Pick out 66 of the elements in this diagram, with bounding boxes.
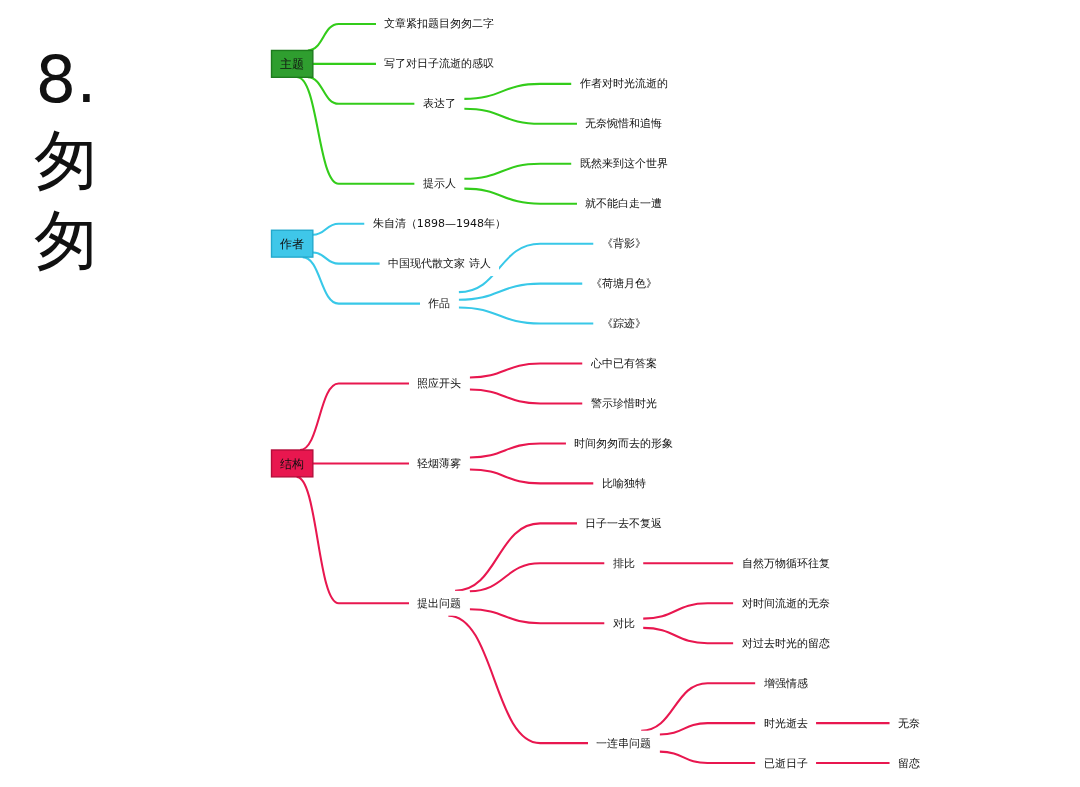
connector [659,722,756,736]
connector [312,462,410,465]
connector [816,722,890,725]
connector [464,187,578,205]
connector [454,522,578,592]
node-text: 作品 [428,296,451,310]
node-text: 对时间流逝的无奈 [741,596,830,610]
node-text: 对过去时光的留恋 [741,636,830,650]
node-text: 对比 [612,616,635,630]
node-text: 中国现代散文家 诗人 [388,256,491,270]
connector [448,614,589,745]
node-text: 自然万物循环往复 [741,556,830,570]
node-text: 一连串问题 [596,736,652,750]
node-box: 结构 [270,449,314,478]
connector [464,162,572,180]
connector [469,468,594,485]
connector [469,362,583,379]
connector [816,762,890,765]
node-text: 时光逝去 [763,716,808,730]
connector [643,626,734,645]
connector [312,222,365,236]
node-text: 时间匆匆而去的形象 [574,436,674,450]
node-text: 就不能白走一遭 [585,196,663,210]
node-text: 警示珍惜时光 [590,396,657,410]
connector [296,475,410,605]
connector [469,442,567,459]
node-box: 作者 [270,229,314,258]
connector [643,602,734,620]
node-text: 排比 [612,556,635,570]
node-text: 已逝日子 [763,756,808,770]
node-text: 写了对日子流逝的感叹 [384,56,495,71]
node-text: 轻烟薄雾 [417,456,462,470]
connector [458,242,594,294]
connector [469,608,605,625]
node-text: 心中已有答案 [590,356,657,370]
connector [297,76,415,185]
node-text: 《荷塘月色》 [590,276,657,290]
node-text: 增强情感 [763,676,808,690]
connector [464,107,578,125]
node-text: 无奈 [898,716,921,730]
node-text: 文章紧扣题目匆匆二字 [384,17,495,31]
node-text: 《踪迹》 [601,316,646,330]
title: 8. 匆匆 [33,42,99,279]
connector [643,562,734,565]
node-text: 作者对时光流逝的 [579,76,668,91]
node-text: 朱自清（1898—1948年） [372,216,507,230]
connector [312,62,377,65]
node-text: 照应开头 [417,376,462,390]
connector [464,82,572,100]
connector [641,682,756,732]
connector [312,251,380,265]
node-text: 无奈惋惜和追悔 [585,116,663,130]
connector [458,306,594,325]
node-text: 留恋 [898,756,921,770]
node-text: 《背影》 [601,236,646,250]
node-text: 既然来到这个世界 [579,156,668,170]
node-text: 日子一去不复返 [585,516,663,530]
node-text: 提示人 [422,176,457,190]
connector [469,388,583,405]
node-box: 主题 [270,49,314,78]
connector [307,22,377,52]
node-text: 表达了 [422,96,457,111]
node-text: 比喻独特 [601,476,646,490]
connector [659,750,756,765]
connector [469,562,605,593]
connector [458,282,583,301]
